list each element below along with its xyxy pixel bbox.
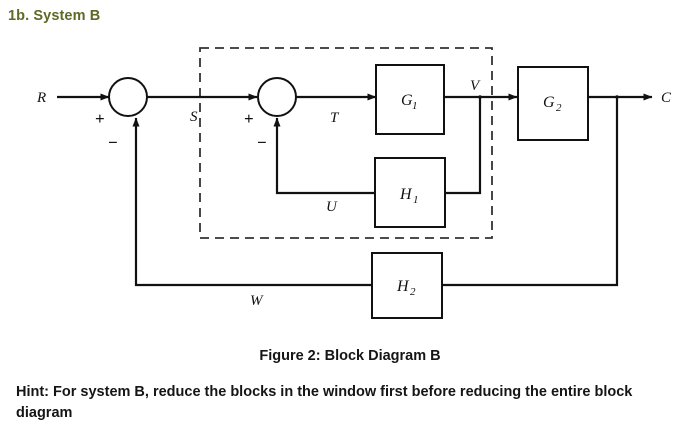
block-g1 (375, 64, 445, 135)
block-g2-subscript: 2 (556, 102, 562, 114)
summing-junction-2 (257, 77, 297, 117)
block-h2-subscript: 2 (410, 286, 416, 298)
wire-h1-to-sum2 (273, 117, 375, 195)
inner-loop-window (199, 47, 493, 239)
summing-junction-1 (108, 77, 148, 117)
wire-v-to-h1 (445, 97, 482, 195)
wire-h2-to-sum1 (132, 117, 372, 287)
block-h1-label: H (399, 186, 413, 203)
signal-label-r: R (36, 90, 46, 106)
signal-label-v: V (470, 78, 481, 94)
signal-label-t: T (330, 110, 340, 126)
signal-label-s: S (190, 109, 198, 125)
figure-caption: Figure 2: Block Diagram B (259, 348, 441, 364)
hint-text: Hint: For system B, reduce the blocks in… (16, 384, 633, 421)
sum1-minus-sign: − (108, 133, 118, 152)
block-h1-subscript: 1 (413, 194, 419, 206)
signal-label-c: C (661, 90, 672, 106)
block-g2-label: G (543, 94, 555, 111)
signal-label-u: U (326, 199, 338, 215)
wire-c-to-h2 (442, 97, 619, 287)
block-diagram-figure: R + − S + − T G 1 V H 1 U G 2 (36, 47, 672, 319)
block-g1-label: G (401, 92, 413, 109)
sum1-plus-sign: + (95, 109, 105, 128)
sum2-minus-sign: − (257, 133, 267, 152)
page-title: 1b. System B (8, 8, 101, 24)
block-g1-subscript: 1 (412, 100, 418, 112)
sum2-plus-sign: + (244, 109, 254, 128)
signal-label-w: W (250, 293, 264, 309)
block-h2-label: H (396, 278, 410, 295)
block-g2 (517, 66, 589, 141)
